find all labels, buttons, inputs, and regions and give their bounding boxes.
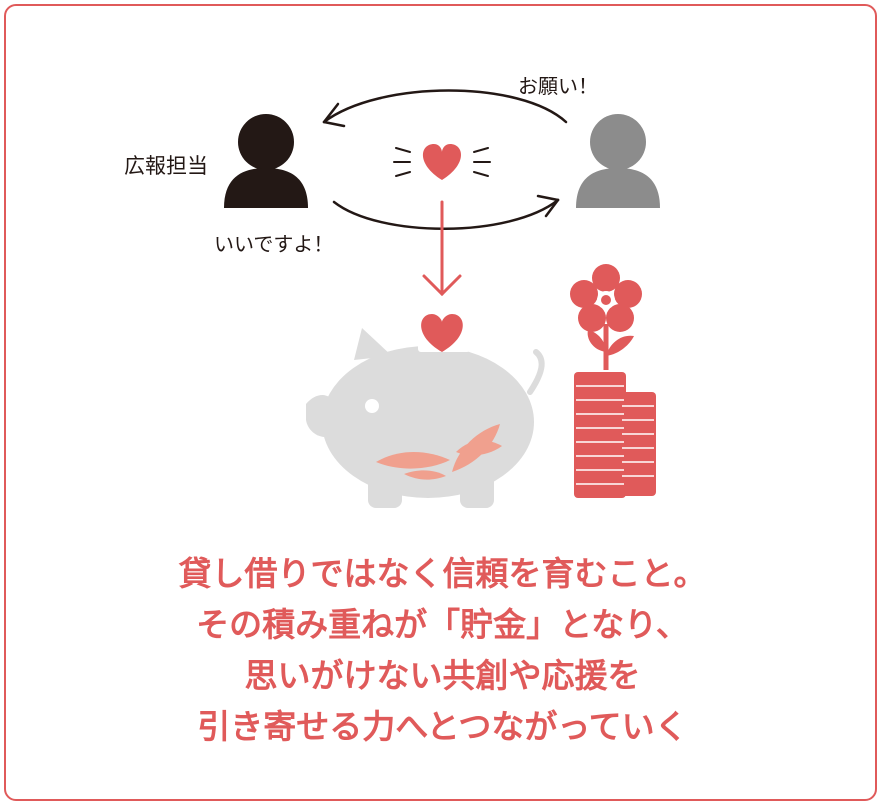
piggy-bank-icon bbox=[306, 328, 545, 508]
heart-icon bbox=[422, 144, 462, 180]
caption-line-3: 思いがけない共創や応援を bbox=[244, 656, 641, 695]
flower-icon bbox=[570, 264, 642, 370]
petals-icon bbox=[376, 424, 502, 480]
label-speech-request: お願い！ bbox=[518, 74, 598, 98]
outer-frame bbox=[4, 4, 877, 801]
label-speech-reply: いいですよ！ bbox=[214, 232, 334, 256]
coin-stack-icon bbox=[574, 372, 656, 498]
arrow-reply-icon bbox=[332, 194, 560, 230]
person-right-icon bbox=[576, 114, 660, 208]
caption: 貸し借りではなく信頼を育むこと。 その積み重ねが「貯金」となり、 思いがけない共… bbox=[0, 548, 885, 752]
sparkle-lines-icon bbox=[393, 147, 491, 177]
heart-coin-icon bbox=[421, 314, 463, 352]
caption-line-1: 貸し借りではなく信頼を育むこと。 bbox=[178, 554, 707, 593]
person-left-icon bbox=[224, 114, 308, 208]
caption-line-2: その積み重ねが「貯金」となり、 bbox=[196, 605, 689, 644]
arrow-request-icon bbox=[322, 89, 568, 128]
caption-line-4: 引き寄せる力へとつながっていく bbox=[197, 707, 688, 746]
piggy-eye bbox=[365, 399, 379, 413]
arrow-down-icon bbox=[422, 200, 462, 297]
label-person-left: 広報担当 bbox=[124, 154, 208, 178]
